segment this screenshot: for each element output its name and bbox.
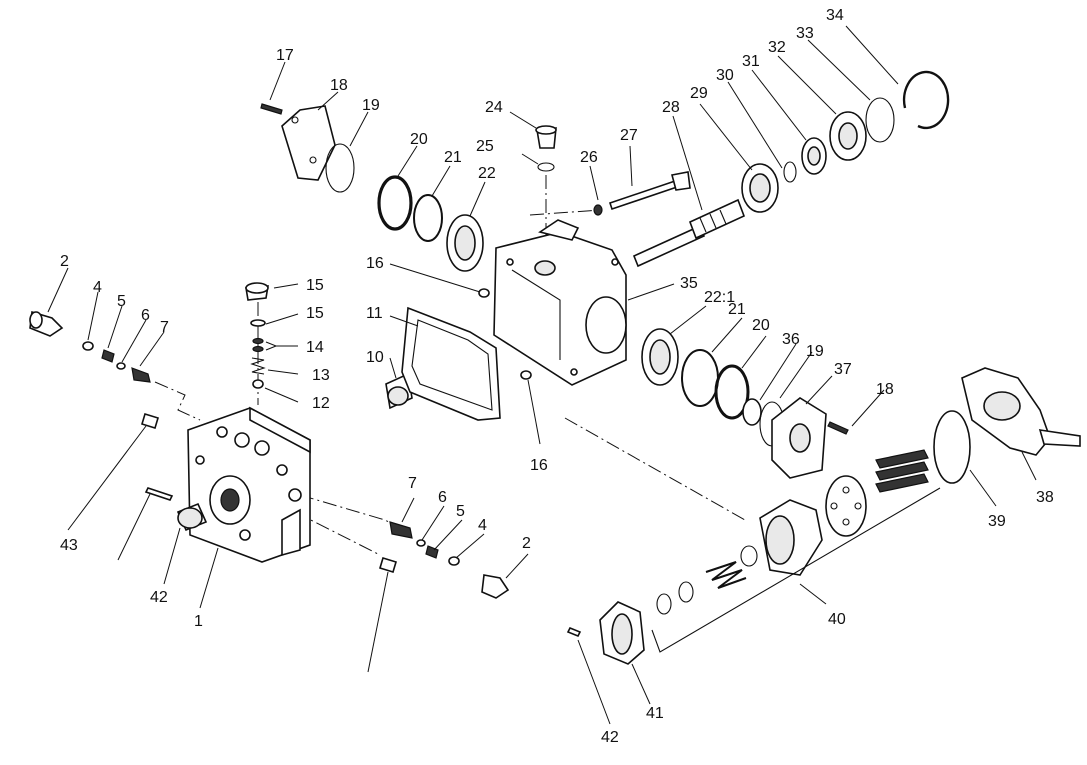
callout-32: 34 bbox=[826, 7, 844, 24]
valve-plate bbox=[566, 601, 645, 665]
callout-26: 28 bbox=[662, 99, 680, 116]
plug-left bbox=[141, 412, 159, 430]
callout-19-lower: 20 bbox=[752, 317, 770, 334]
callout-20: 21 bbox=[444, 149, 462, 166]
callout-6-right: 6 bbox=[438, 489, 447, 506]
callout-37: 39 bbox=[988, 513, 1006, 530]
swash-plate-assembly bbox=[933, 367, 1081, 484]
callout-1: 1 bbox=[194, 613, 203, 630]
roll-pin bbox=[144, 487, 174, 501]
shaft-coupler bbox=[176, 502, 208, 532]
fill-plug bbox=[535, 125, 557, 172]
callout-22: 24 bbox=[485, 99, 503, 116]
callout-42-left: 43 bbox=[60, 537, 78, 554]
relief-valve-left bbox=[29, 310, 151, 383]
callout-7: 7 bbox=[160, 319, 169, 336]
callout-40: 42 bbox=[601, 729, 619, 746]
callout-22-1: 25 bbox=[476, 138, 494, 155]
callout-18-lower: 19 bbox=[806, 343, 824, 360]
callout-35: 37 bbox=[834, 361, 852, 378]
charge-check-stack bbox=[245, 282, 269, 389]
plug-lower bbox=[379, 556, 397, 574]
callout-31: 33 bbox=[796, 25, 814, 42]
callout-11: 15 bbox=[306, 305, 324, 322]
callout-16-lower: 18 bbox=[876, 381, 894, 398]
callout-5: 5 bbox=[117, 293, 126, 310]
callout-14: 11 bbox=[366, 305, 383, 322]
callout-5-right: 5 bbox=[456, 503, 465, 520]
callout-21-lower: 22:1 bbox=[704, 289, 735, 306]
callouts: 2 4 5 6 7 17 18 19 20 21 22 24 25 26 27 … bbox=[60, 7, 1054, 746]
callout-29: 31 bbox=[742, 53, 760, 70]
callout-39: 41 bbox=[646, 705, 664, 722]
callout-8: 12 bbox=[312, 395, 330, 412]
dowel-pins bbox=[478, 288, 532, 380]
seal-rings-upper bbox=[377, 175, 484, 272]
callout-27: 29 bbox=[690, 85, 708, 102]
callout-2: 2 bbox=[60, 253, 69, 270]
callout-30: 32 bbox=[768, 39, 786, 56]
callout-2-right: 2 bbox=[522, 535, 531, 552]
callout-16: 17 bbox=[276, 47, 294, 64]
pump-housing bbox=[187, 406, 311, 563]
center-housing bbox=[493, 219, 627, 386]
callout-10: 14 bbox=[306, 339, 324, 356]
bolt-assembly bbox=[593, 171, 691, 216]
callout-33: 35 bbox=[680, 275, 698, 292]
callout-28: 30 bbox=[716, 67, 734, 84]
rotating-group bbox=[651, 449, 941, 653]
callout-13: 10 bbox=[366, 349, 384, 366]
callout-15-upper: 16 bbox=[366, 255, 384, 272]
gasket bbox=[401, 306, 501, 421]
callout-38: 40 bbox=[828, 611, 846, 628]
callout-4: 4 bbox=[93, 279, 102, 296]
callout-24: 26 bbox=[580, 149, 598, 166]
callout-4-right: 4 bbox=[478, 517, 487, 534]
callout-9: 13 bbox=[312, 367, 330, 384]
lower-seal-stack bbox=[641, 328, 849, 479]
callout-34: 36 bbox=[782, 331, 800, 348]
callout-18: 19 bbox=[362, 97, 380, 114]
leader-lines bbox=[47, 25, 1037, 725]
shaft-bearings bbox=[741, 70, 950, 213]
callout-36: 38 bbox=[1036, 489, 1054, 506]
callout-15-lower: 16 bbox=[530, 457, 548, 474]
cover-plate-upper bbox=[260, 103, 355, 193]
callout-41: 42 bbox=[150, 589, 168, 606]
callout-19: 20 bbox=[410, 131, 428, 148]
callout-6: 6 bbox=[141, 307, 150, 324]
callout-12: 15 bbox=[306, 277, 324, 294]
drive-shaft bbox=[632, 198, 746, 268]
callout-21: 22 bbox=[478, 165, 496, 182]
callout-20-lower: 21 bbox=[728, 301, 746, 318]
callout-17: 18 bbox=[330, 77, 348, 94]
callout-7-right: 7 bbox=[408, 475, 417, 492]
callout-25: 27 bbox=[620, 127, 638, 144]
relief-valve-right bbox=[389, 521, 510, 599]
